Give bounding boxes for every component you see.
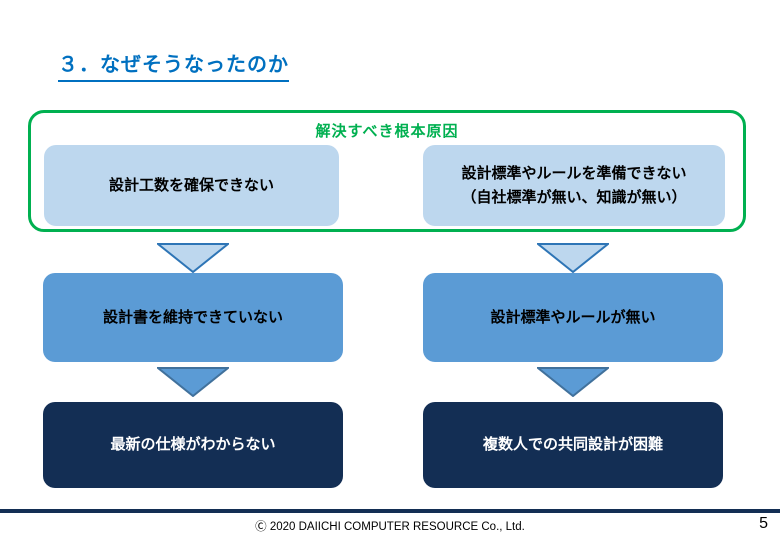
root-cause-group-frame: 解決すべき根本原因	[28, 110, 746, 232]
middle-box-design-docs: 設計書を維持できていない	[43, 273, 343, 362]
down-arrow-icon	[537, 367, 609, 397]
root-box-design-hours: 設計工数を確保できない	[44, 145, 339, 226]
down-arrow-icon	[537, 243, 609, 273]
bottom-box-latest-spec-unknown: 最新の仕様がわからない	[43, 402, 343, 488]
footer-divider-line	[0, 509, 780, 513]
root-box-standards-preparation: 設計標準やルールを準備できない （自社標準が無い、知識が無い）	[423, 145, 725, 226]
slide-title: ３．なぜそうなったのか	[58, 48, 289, 82]
down-arrow-icon	[157, 367, 229, 397]
down-arrow-icon	[157, 243, 229, 273]
page-number: 5	[759, 515, 768, 532]
bottom-box-collaboration-difficult: 複数人での共同設計が困難	[423, 402, 723, 488]
middle-box-no-standards: 設計標準やルールが無い	[423, 273, 723, 362]
root-cause-group-label: 解決すべき根本原因	[315, 123, 459, 140]
footer-copyright: Ⓒ 2020 DAIICHI COMPUTER RESOURCE Co., Lt…	[255, 521, 525, 533]
